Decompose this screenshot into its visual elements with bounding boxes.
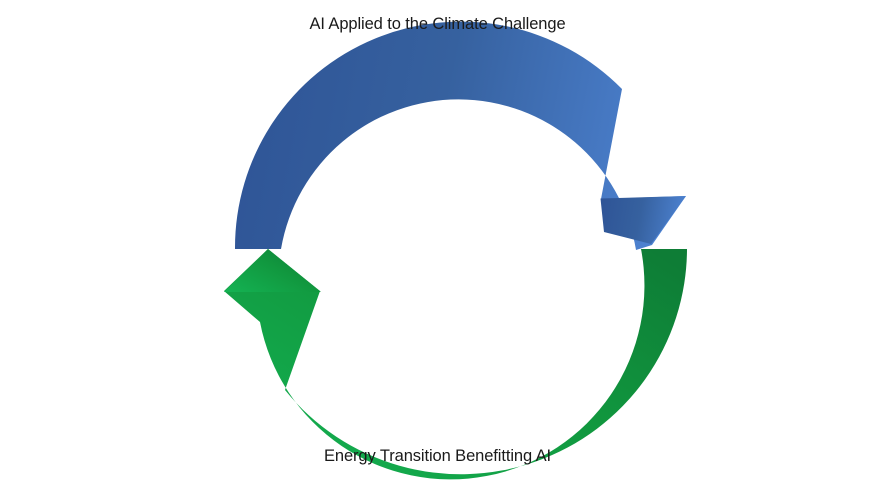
blue-arrow-group: [234, 21, 686, 250]
page-title-bottom: Energy Transition Benefitting AI: [323, 447, 552, 465]
green-arrowhead: [224, 249, 321, 292]
green-arrow-group: [224, 249, 687, 480]
blue-arrowhead: [600, 196, 686, 244]
blue-arrow-shape: [234, 21, 686, 250]
page-title-top: AI Applied to the Climate Challenge: [309, 15, 566, 33]
